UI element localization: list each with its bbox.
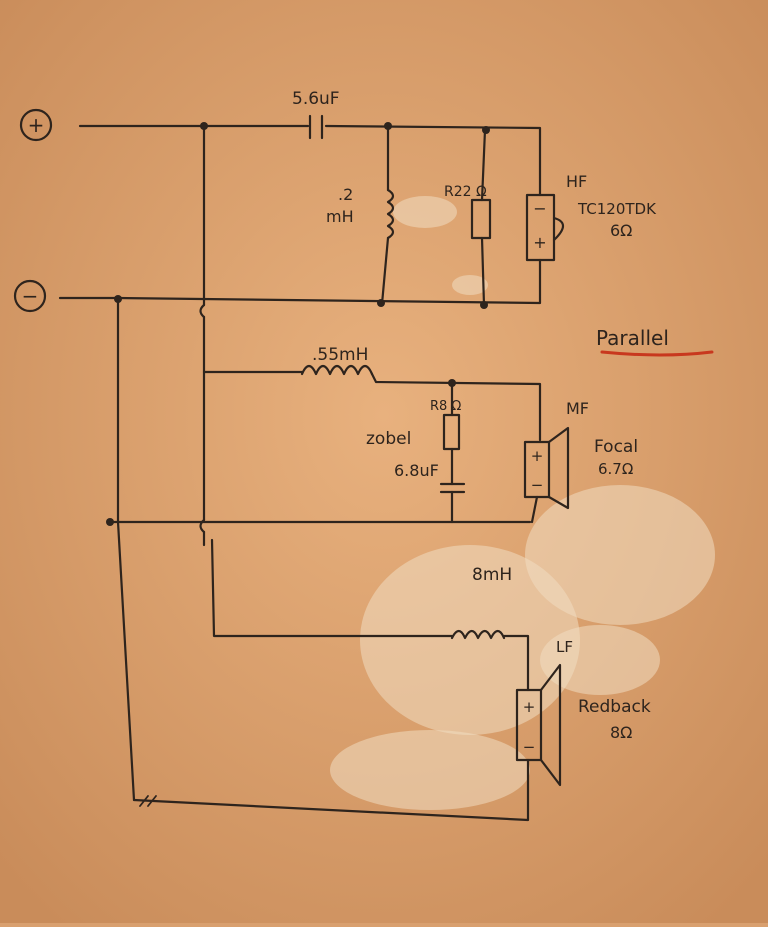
- parallel-underline: [600, 350, 714, 357]
- hf-inductor-coil: [386, 188, 395, 240]
- positive-terminal-label: +: [28, 113, 45, 137]
- lf-driver-cone: [539, 663, 562, 787]
- mf-driver-plus: +: [531, 447, 544, 465]
- ground-ticks: [139, 795, 157, 807]
- lf-wiring: [132, 538, 562, 822]
- lf-driver-label: LF: [556, 638, 573, 656]
- zobel-resistor-label: R8 Ω: [430, 399, 461, 414]
- zobel-label: zobel: [366, 429, 411, 449]
- bus-hop-1: [199, 303, 206, 319]
- hf-driver-dome: [552, 216, 565, 242]
- hf-driver-label: HF: [566, 172, 587, 191]
- mf-driver-model: Focal: [594, 437, 638, 457]
- hf-driver-box: [525, 193, 556, 262]
- lf-driver-plus: +: [523, 698, 536, 716]
- hf-inductor-unit: mH: [326, 207, 354, 226]
- mf-inductor-label: .55mH: [312, 345, 368, 365]
- mf-inductor-coil: [300, 364, 374, 376]
- hf-driver-model: TC120TDK: [577, 200, 657, 218]
- mf-wiring: [202, 364, 570, 524]
- zobel-capacitor-label: 6.8uF: [394, 461, 439, 480]
- lf-inductor-coil: [450, 629, 506, 640]
- positive-terminal: +: [19, 108, 53, 142]
- hf-driver-plus: +: [533, 233, 546, 252]
- lf-inductor-label: 8mH: [472, 565, 512, 585]
- hf-resistor-label: R22 Ω: [444, 184, 487, 200]
- lf-driver-model: Redback: [578, 697, 651, 717]
- correction-fluid-marks: [330, 196, 715, 810]
- mf-driver-minus: −: [531, 476, 544, 494]
- negative-terminal-label: −: [22, 284, 39, 308]
- wiring-note: Parallel: [596, 326, 669, 350]
- mf-driver-cone: [547, 426, 570, 510]
- mf-driver-label: MF: [566, 399, 589, 418]
- main-buses: [106, 124, 532, 802]
- negative-terminal: −: [13, 279, 47, 313]
- hf-driver-minus: −: [533, 199, 546, 218]
- hf-inductor-value: .2: [338, 185, 353, 204]
- hf-capacitor-label: 5.6uF: [292, 89, 340, 109]
- hf-driver-impedance: 6Ω: [610, 221, 632, 240]
- lf-driver-impedance: 8Ω: [610, 723, 632, 742]
- mf-driver-impedance: 6.7Ω: [598, 460, 633, 478]
- lf-driver-minus: −: [523, 738, 536, 756]
